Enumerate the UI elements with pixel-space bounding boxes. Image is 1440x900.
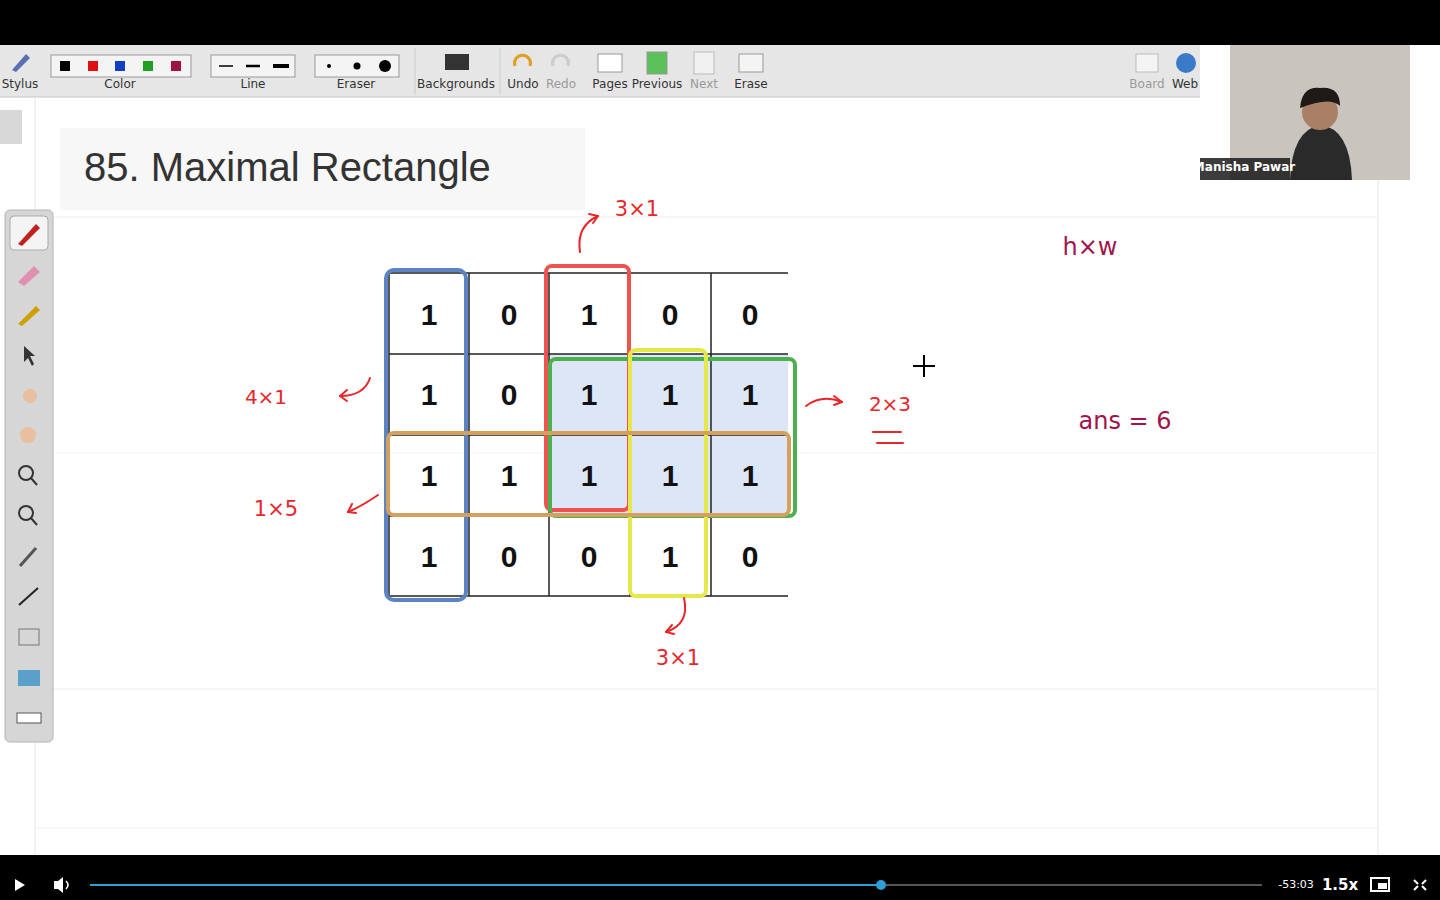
- grid-cell-value: 0: [501, 298, 518, 331]
- grid-cell-value: 1: [581, 378, 598, 411]
- annotation: 3×1: [656, 647, 700, 670]
- toolbar-label: Board: [1129, 78, 1164, 91]
- grid-cell-value: 1: [742, 378, 759, 411]
- annotation: 1×5: [254, 498, 298, 521]
- grid-cell-value: 1: [662, 459, 679, 492]
- page-title: 85. Maximal Rectangle: [84, 145, 491, 190]
- annotation: 2×3: [869, 393, 911, 415]
- annotation: ans = 6: [1078, 408, 1171, 434]
- annotation: 4×1: [245, 386, 287, 408]
- grid-cell-value: 1: [421, 540, 438, 573]
- toolbar-label: Color: [104, 78, 135, 91]
- toolbar-label: Next: [690, 78, 718, 91]
- toolbar-label: Previous: [632, 78, 683, 91]
- toolbar-label: Line: [240, 78, 265, 91]
- grid-cell-value: 1: [581, 298, 598, 331]
- time-remaining: -53:03: [1278, 879, 1314, 891]
- toolbar-label: Erase: [734, 78, 768, 91]
- grid-cell-value: 0: [742, 540, 759, 573]
- grid-cell-value: 0: [501, 378, 518, 411]
- grid-cell-value: 1: [581, 459, 598, 492]
- grid-cell-value: 1: [421, 378, 438, 411]
- grid-cell-value: 0: [581, 540, 598, 573]
- toolbar-label: Undo: [507, 78, 538, 91]
- annotation: h×w: [1063, 234, 1118, 260]
- toolbar-label: Eraser: [337, 78, 375, 91]
- toolbar-label: Backgrounds: [417, 78, 495, 91]
- toolbar-label: Redo: [546, 78, 576, 91]
- grid-cell-value: 1: [662, 540, 679, 573]
- grid-cell-value: 1: [421, 298, 438, 331]
- grid-cell-value: 1: [501, 459, 518, 492]
- grid-cell-value: 0: [501, 540, 518, 573]
- annotation: 3×1: [615, 198, 659, 221]
- grid-cell-value: 1: [742, 459, 759, 492]
- grid-cell-value: 0: [662, 298, 679, 331]
- grid-cell-value: 1: [421, 459, 438, 492]
- playback-speed: 1.5x: [1322, 877, 1358, 894]
- toolbar-label: Pages: [592, 78, 627, 91]
- toolbar-label: Stylus: [2, 78, 39, 91]
- presenter-name: Manisha Pawar: [1193, 161, 1295, 174]
- grid-cell-value: 0: [742, 298, 759, 331]
- grid-cell-value: 1: [662, 378, 679, 411]
- toolbar-label: Web: [1172, 78, 1198, 91]
